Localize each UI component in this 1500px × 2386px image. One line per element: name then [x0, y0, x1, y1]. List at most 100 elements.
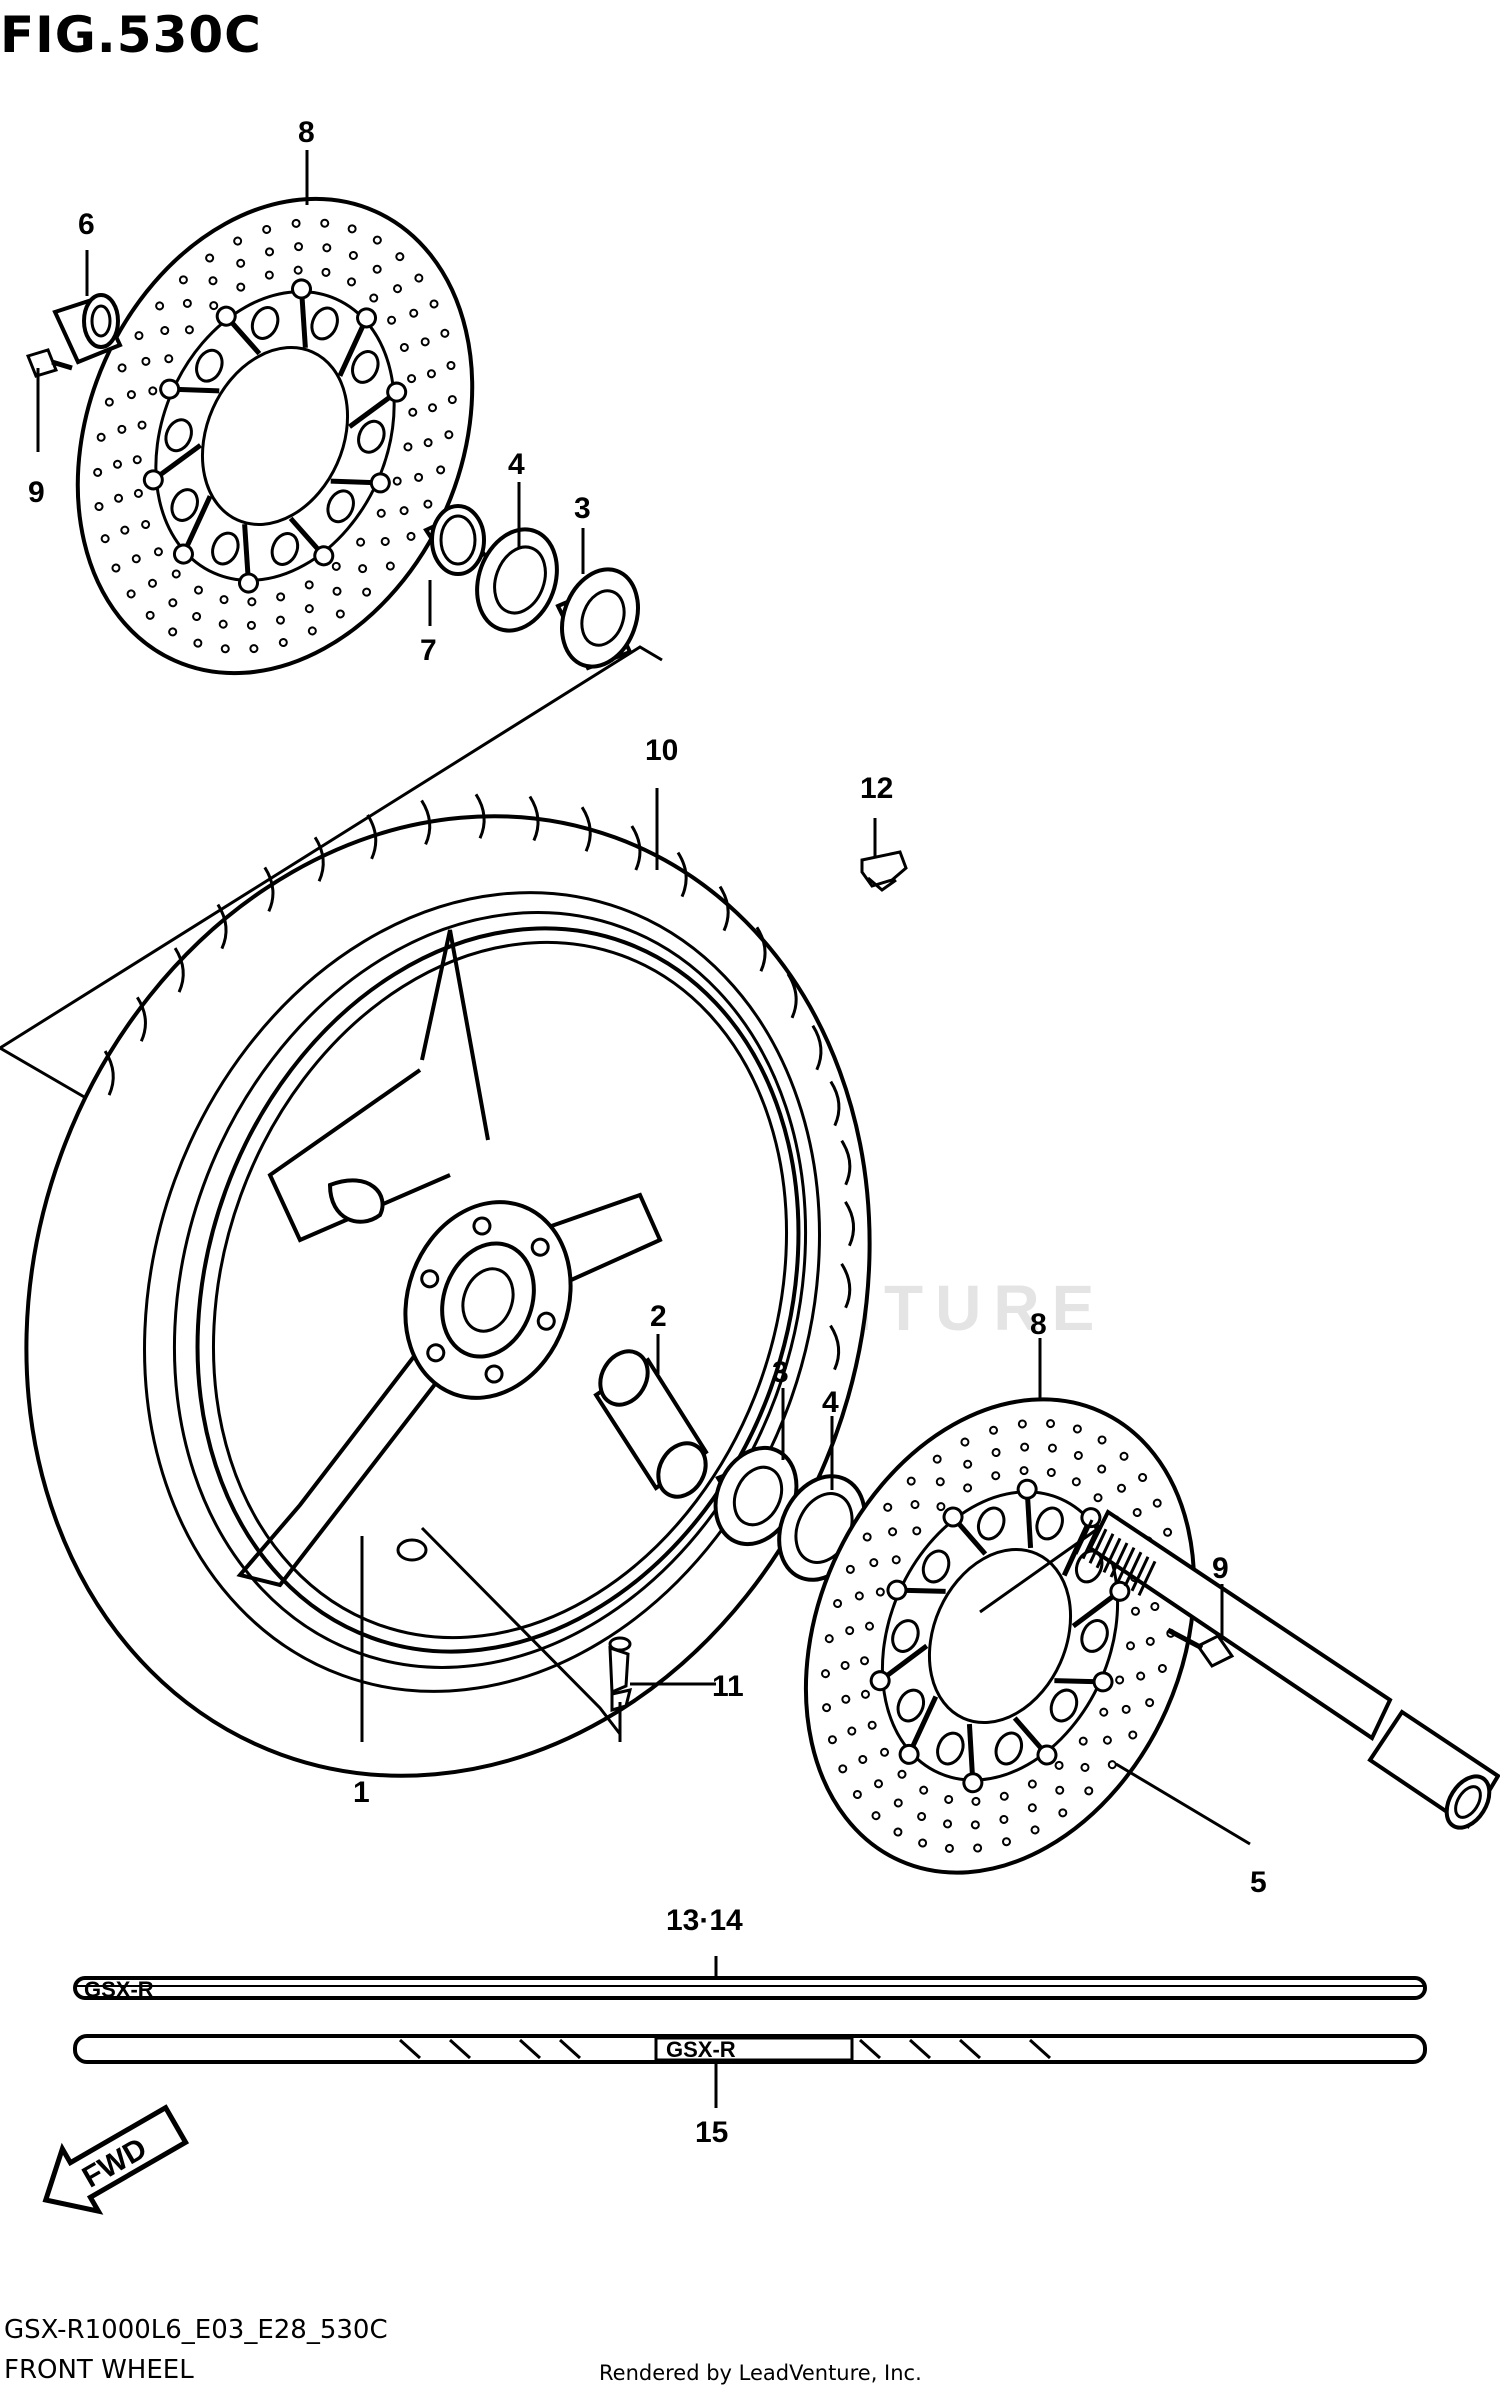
disc-hole [193, 638, 203, 648]
disc-hole [1121, 1704, 1131, 1714]
disc-hole [276, 592, 286, 602]
leader-lines [36, 150, 1251, 2108]
disc-hole [1157, 1663, 1167, 1673]
disc-hole [1054, 1760, 1064, 1770]
disc-hole [321, 267, 331, 277]
disc-hole [294, 242, 304, 252]
callout-7: 7 [420, 634, 437, 667]
disc-hole [1099, 1707, 1109, 1717]
disc-hole [134, 331, 144, 341]
disc-hole [1097, 1464, 1107, 1474]
disc-hole [117, 424, 127, 434]
disc-hole [827, 1735, 837, 1745]
disc-hole [372, 235, 382, 245]
carrier-window [351, 350, 380, 384]
disc-hole [348, 250, 358, 260]
disc-hole [875, 1587, 885, 1597]
hub-bolt-hole [530, 1237, 550, 1257]
tread-groove [173, 947, 185, 993]
carrier-window [891, 1619, 920, 1653]
disc-hole [356, 537, 366, 547]
disc-hole [1058, 1808, 1068, 1818]
floating-button [1109, 1580, 1131, 1602]
disc-hole [869, 1558, 879, 1568]
disc-hole [293, 265, 303, 275]
tread-groove [474, 793, 486, 839]
disc-hole [362, 587, 372, 597]
disc-hole [376, 508, 386, 518]
disc-hole [133, 488, 143, 498]
carrier-arm [181, 495, 213, 556]
disc-hole [1047, 1443, 1057, 1453]
disc-hole [1093, 1493, 1103, 1503]
bearing-part-3-lower [713, 1445, 799, 1547]
disc-hole [148, 386, 158, 396]
thread-ridge [1116, 1546, 1136, 1583]
carrier-window [1049, 1688, 1079, 1723]
disc-hole [236, 258, 246, 268]
disc-hole [387, 315, 397, 325]
disc-hole [100, 534, 110, 544]
spacer-part-2 [593, 1349, 709, 1499]
disc-hole [117, 363, 127, 373]
disc-hole [395, 252, 405, 262]
hub-bolt-hole [420, 1269, 440, 1289]
floating-button [1016, 1478, 1038, 1500]
disc-hole [236, 282, 246, 292]
tread-groove [676, 851, 688, 898]
disc-hole [1027, 1779, 1037, 1789]
disc-hole [824, 1634, 834, 1644]
disc-hole [1030, 1825, 1040, 1835]
disc-hole [406, 531, 416, 541]
disc-hole [989, 1425, 999, 1435]
callout-11: 11 [712, 1670, 744, 1703]
tread-groove [263, 866, 275, 913]
tread-groove [216, 903, 228, 950]
disc-hole [845, 1564, 855, 1574]
lower-disc-carrier [869, 1478, 1131, 1794]
thread-ridge [1095, 1533, 1115, 1569]
callout-15: 15 [695, 2116, 728, 2149]
disc-hole [112, 459, 122, 469]
disc-hole [153, 547, 163, 557]
disc-hole [184, 325, 194, 335]
disc-hole [944, 1843, 954, 1853]
disc-hole [111, 563, 121, 573]
floating-button [1080, 1507, 1102, 1529]
tread-groove [840, 1139, 852, 1186]
spacer-part-7 [423, 504, 488, 576]
disc-hole [423, 438, 433, 448]
tread-groove [366, 814, 378, 860]
carrier-window [164, 418, 193, 453]
disc-hole [991, 1448, 1001, 1458]
lower-brake-disc [803, 1397, 1197, 1875]
disc-hole [436, 465, 446, 475]
disc-hole [233, 236, 243, 246]
disc-hole [867, 1720, 877, 1730]
disc-hole [194, 585, 204, 595]
disc-hole [1001, 1837, 1011, 1847]
thread-ridge [1109, 1542, 1129, 1578]
wheel-rim [195, 926, 801, 1654]
disc-hole [332, 586, 342, 596]
disc-hole [168, 627, 178, 637]
disc-hole [1071, 1477, 1081, 1487]
thread-ridge [1088, 1528, 1108, 1564]
disc-hole [126, 390, 136, 400]
carrier-arm [1061, 1516, 1094, 1577]
floating-button [869, 1670, 891, 1692]
wheel-hub [403, 1200, 573, 1400]
floating-button [898, 1743, 920, 1765]
disc-hole [264, 270, 274, 280]
carrier-window [326, 489, 355, 524]
valve-hole [396, 1538, 428, 1562]
disc-hole [392, 476, 402, 486]
figure-title: FIG.530C [0, 6, 262, 64]
tread-groove [528, 795, 540, 842]
disc-hole [871, 1811, 881, 1821]
disc-hole [114, 493, 124, 503]
disc-hole [209, 301, 219, 311]
tread-groove [136, 996, 147, 1042]
disc-hole [141, 520, 151, 530]
disc-hole [160, 326, 170, 336]
